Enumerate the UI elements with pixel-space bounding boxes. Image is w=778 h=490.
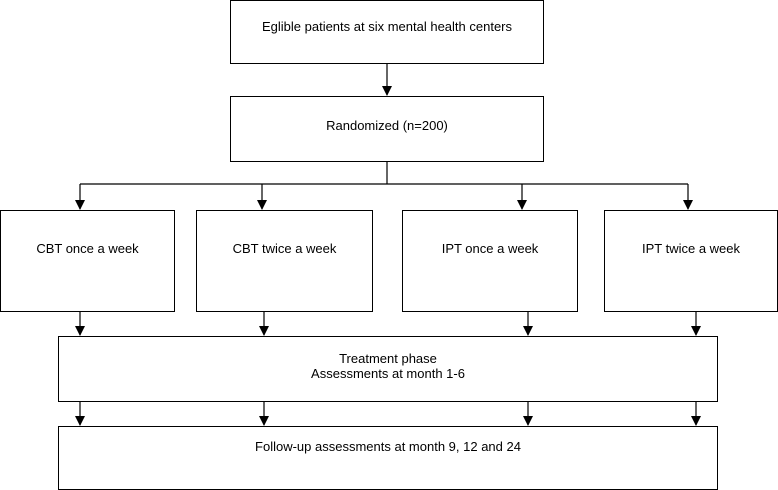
node-randomized: Randomized (n=200) [230,96,544,162]
node-eligible-label: Eglible patients at six mental health ce… [261,19,513,34]
node-follow-up: Follow-up assessments at month 9, 12 and… [58,426,718,490]
node-treatment-title: Treatment phase [339,351,437,366]
node-treatment-phase: Treatment phase Assessments at month 1-6 [58,336,718,402]
edge-randomized-to-arms [75,162,693,210]
edge-treatment-to-followup [75,402,701,426]
node-treatment-text: Treatment phase Assessments at month 1-6 [311,351,465,381]
node-arm-cbt-once: CBT once a week [0,210,175,312]
node-arm-ipt-once: IPT once a week [402,210,578,312]
node-arm-label: IPT twice a week [641,241,741,256]
node-arm-cbt-twice: CBT twice a week [196,210,373,312]
node-treatment-subtitle: Assessments at month 1-6 [311,366,465,381]
edge-arms-to-treatment [75,312,701,336]
node-followup-label: Follow-up assessments at month 9, 12 and… [255,439,521,454]
node-eligible-patients: Eglible patients at six mental health ce… [230,0,544,64]
node-arm-label: CBT once a week [36,241,139,256]
node-arm-label: CBT twice a week [232,241,337,256]
node-arm-ipt-twice: IPT twice a week [604,210,778,312]
node-randomized-label: Randomized (n=200) [326,118,448,133]
node-arm-label: IPT once a week [441,241,539,256]
